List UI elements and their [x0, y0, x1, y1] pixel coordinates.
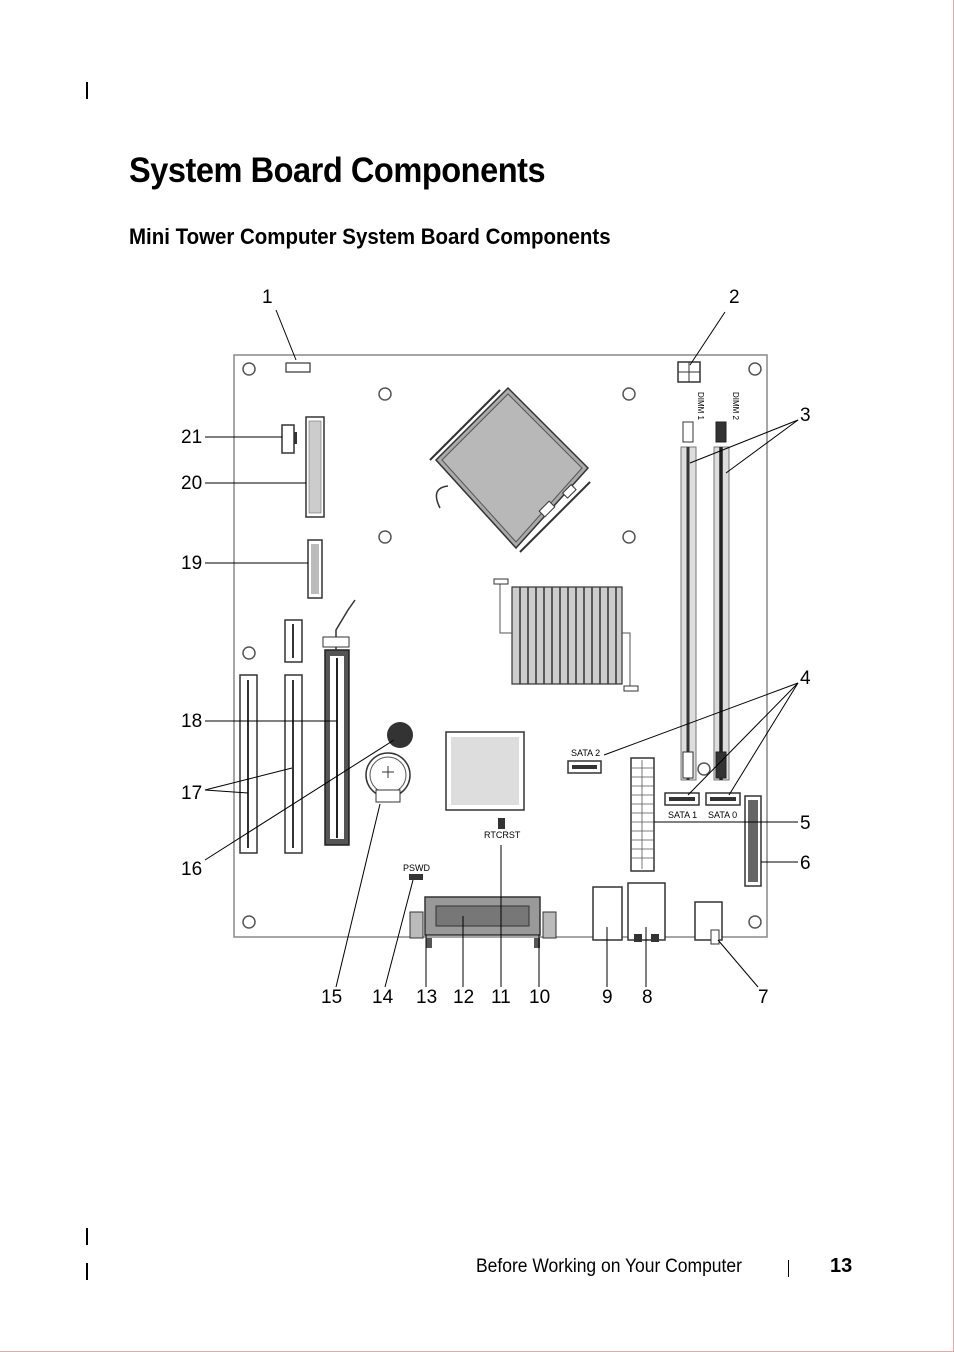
callout-6: 6 [800, 853, 811, 874]
intrusion-switch-connector [281, 424, 297, 454]
pcie-x16-slot [322, 599, 356, 846]
sata-connectors [567, 760, 741, 806]
sata2-label: SATA 2 [571, 748, 600, 758]
main-power-connector [630, 757, 655, 872]
sata1-label: SATA 1 [668, 810, 697, 820]
page-title: System Board Components [129, 151, 546, 190]
fan-connector [285, 362, 311, 373]
callout-3: 3 [800, 405, 811, 426]
callout-21: 21 [181, 427, 202, 448]
callout-numbers: 1 2 3 4 5 6 7 8 9 10 11 12 13 14 15 16 1… [181, 287, 811, 1008]
callout-15: 15 [321, 987, 342, 1008]
callout-14: 14 [372, 987, 394, 1008]
audio-connectors [694, 901, 723, 945]
callout-7: 7 [758, 987, 769, 1008]
dimm1-label: DIMM 1 [696, 392, 705, 421]
callout-5: 5 [800, 813, 811, 834]
memory-slots [680, 421, 730, 781]
speaker [387, 722, 413, 748]
power-connector-12v [677, 361, 701, 383]
battery-socket [365, 752, 411, 803]
page-number: 13 [830, 1255, 853, 1277]
floppy-drive-connector [305, 416, 325, 518]
network-usb-connector [627, 882, 666, 942]
crop-mark [86, 82, 88, 99]
callout-16: 16 [181, 859, 202, 880]
callout-9: 9 [602, 987, 613, 1008]
rtcrst-jumper [498, 818, 505, 829]
io-controller-chip [445, 731, 525, 811]
mounting-holes [242, 362, 762, 929]
front-panel-connector [307, 539, 323, 599]
callout-4: 4 [800, 668, 811, 689]
pci-slots [239, 674, 303, 854]
crop-mark [86, 1228, 88, 1245]
footer-separator [788, 1260, 789, 1277]
processor-socket [429, 386, 591, 553]
callout-20: 20 [181, 473, 202, 494]
callout-10: 10 [529, 987, 550, 1008]
callout-17: 17 [181, 783, 202, 804]
sata0-label: SATA 0 [708, 810, 737, 820]
pswd-label: PSWD [403, 863, 431, 873]
pcie-x1-slot [284, 619, 303, 663]
callout-18: 18 [181, 711, 202, 732]
callout-1: 1 [262, 287, 273, 308]
pswd-jumper [409, 874, 423, 880]
callout-leaders [204, 309, 799, 988]
callout-2: 2 [729, 287, 740, 308]
callout-13: 13 [416, 987, 437, 1008]
callout-12: 12 [453, 987, 474, 1008]
footer-section-title: Before Working on Your Computer [476, 1256, 742, 1277]
ide-connector [744, 795, 762, 887]
callout-11: 11 [491, 987, 511, 1008]
serial-parallel-connector [409, 896, 557, 948]
figure-title: Mini Tower Computer System Board Compone… [129, 224, 611, 249]
callout-19: 19 [181, 553, 202, 574]
dimm2-label: DIMM 2 [731, 392, 740, 421]
chipset-heatsink [493, 578, 639, 692]
callout-8: 8 [642, 987, 653, 1008]
rtcrst-label: RTCRST [484, 830, 521, 840]
crop-mark [86, 1263, 88, 1280]
